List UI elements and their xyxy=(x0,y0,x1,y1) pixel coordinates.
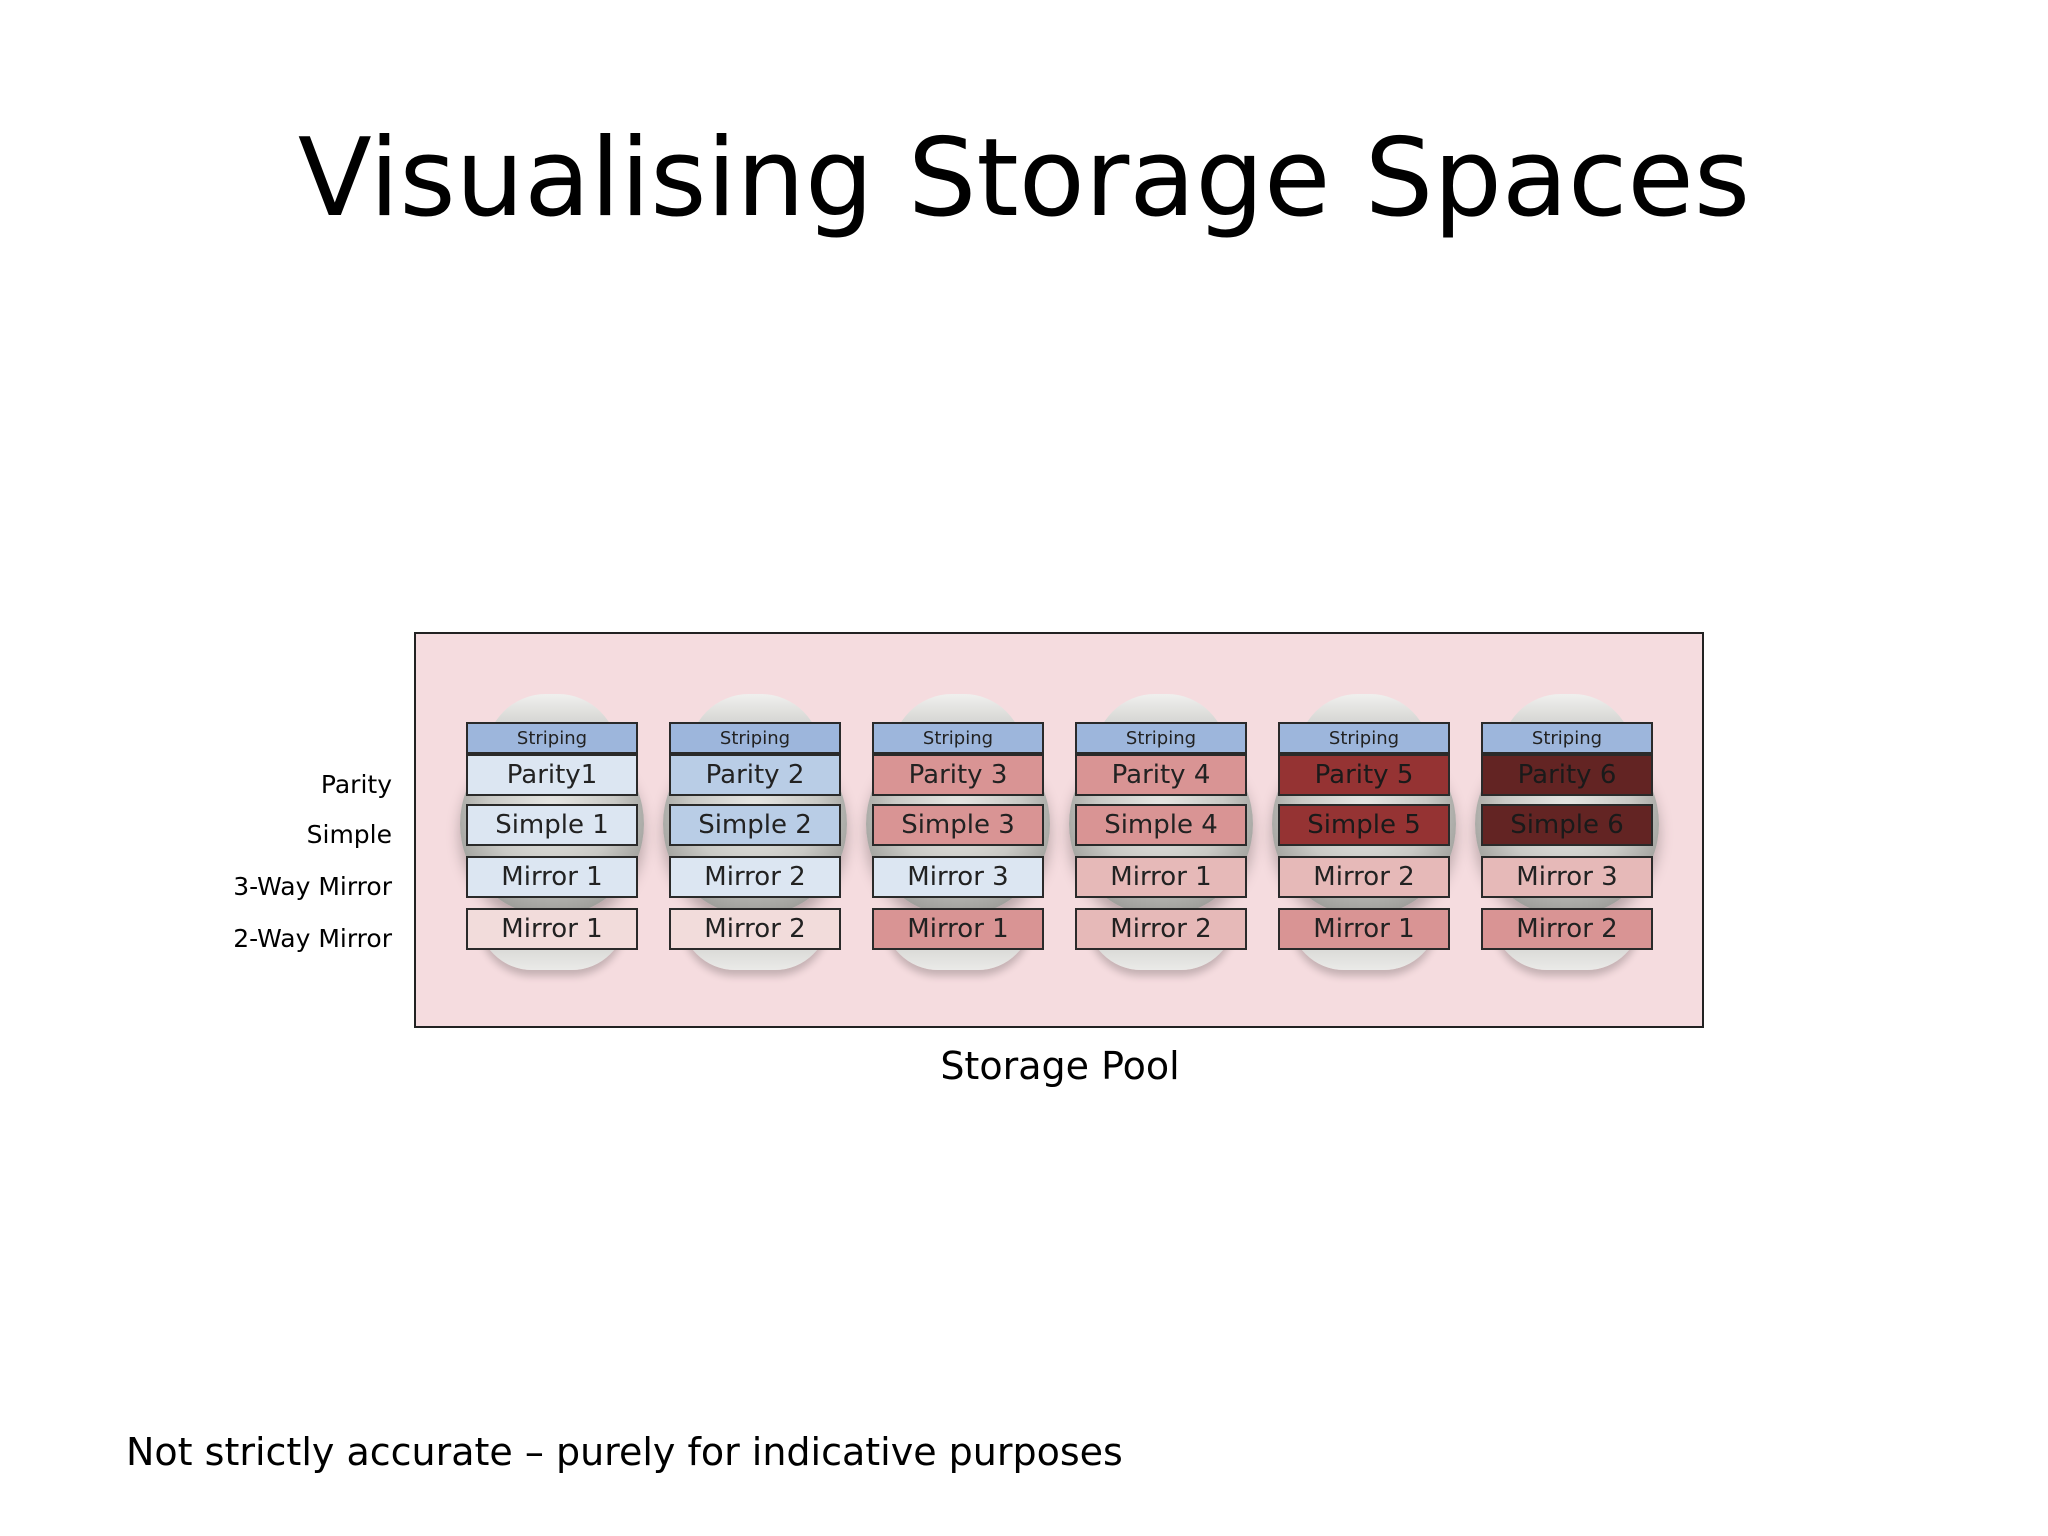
mirror2-block: Mirror 2 xyxy=(669,908,841,950)
striping-block: Striping xyxy=(1481,722,1653,754)
parity-block: Parity 5 xyxy=(1278,754,1450,796)
parity-block: Parity 3 xyxy=(872,754,1044,796)
mirror2-block: Mirror 1 xyxy=(872,908,1044,950)
striping-block: Striping xyxy=(669,722,841,754)
mirror3-block: Mirror 3 xyxy=(872,856,1044,898)
row-label-3-way-mirror: 3-Way Mirror xyxy=(233,872,392,901)
simple-block: Simple 1 xyxy=(466,804,638,846)
mirror3-block: Mirror 2 xyxy=(1278,856,1450,898)
simple-block: Simple 2 xyxy=(669,804,841,846)
striping-block: Striping xyxy=(872,722,1044,754)
striping-block: Striping xyxy=(1075,722,1247,754)
simple-block: Simple 3 xyxy=(872,804,1044,846)
slide-title: Visualising Storage Spaces xyxy=(297,116,1751,241)
mirror3-block: Mirror 1 xyxy=(1075,856,1247,898)
row-label-2-way-mirror: 2-Way Mirror xyxy=(233,924,392,953)
parity-block: Parity1 xyxy=(466,754,638,796)
simple-block: Simple 4 xyxy=(1075,804,1247,846)
simple-block: Simple 5 xyxy=(1278,804,1450,846)
mirror2-block: Mirror 2 xyxy=(1075,908,1247,950)
parity-block: Parity 6 xyxy=(1481,754,1653,796)
parity-block: Parity 2 xyxy=(669,754,841,796)
storage-pool-label: Storage Pool xyxy=(940,1044,1180,1088)
mirror2-block: Mirror 1 xyxy=(466,908,638,950)
row-label-simple: Simple xyxy=(306,820,392,849)
mirror3-block: Mirror 1 xyxy=(466,856,638,898)
striping-block: Striping xyxy=(1278,722,1450,754)
mirror2-block: Mirror 2 xyxy=(1481,908,1653,950)
striping-block: Striping xyxy=(466,722,638,754)
footnote: Not strictly accurate – purely for indic… xyxy=(126,1430,1123,1474)
simple-block: Simple 6 xyxy=(1481,804,1653,846)
mirror3-block: Mirror 2 xyxy=(669,856,841,898)
row-label-parity: Parity xyxy=(320,770,392,799)
mirror3-block: Mirror 3 xyxy=(1481,856,1653,898)
mirror2-block: Mirror 1 xyxy=(1278,908,1450,950)
parity-block: Parity 4 xyxy=(1075,754,1247,796)
